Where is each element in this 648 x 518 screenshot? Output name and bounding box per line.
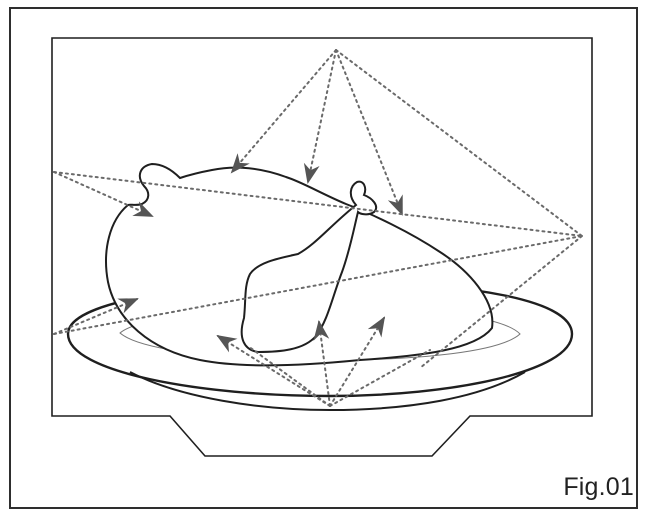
chicken-leg [240, 180, 378, 354]
backdrop-panel [51, 37, 593, 457]
figure-label: Fig.01 [563, 473, 634, 501]
light-rays [53, 49, 583, 407]
